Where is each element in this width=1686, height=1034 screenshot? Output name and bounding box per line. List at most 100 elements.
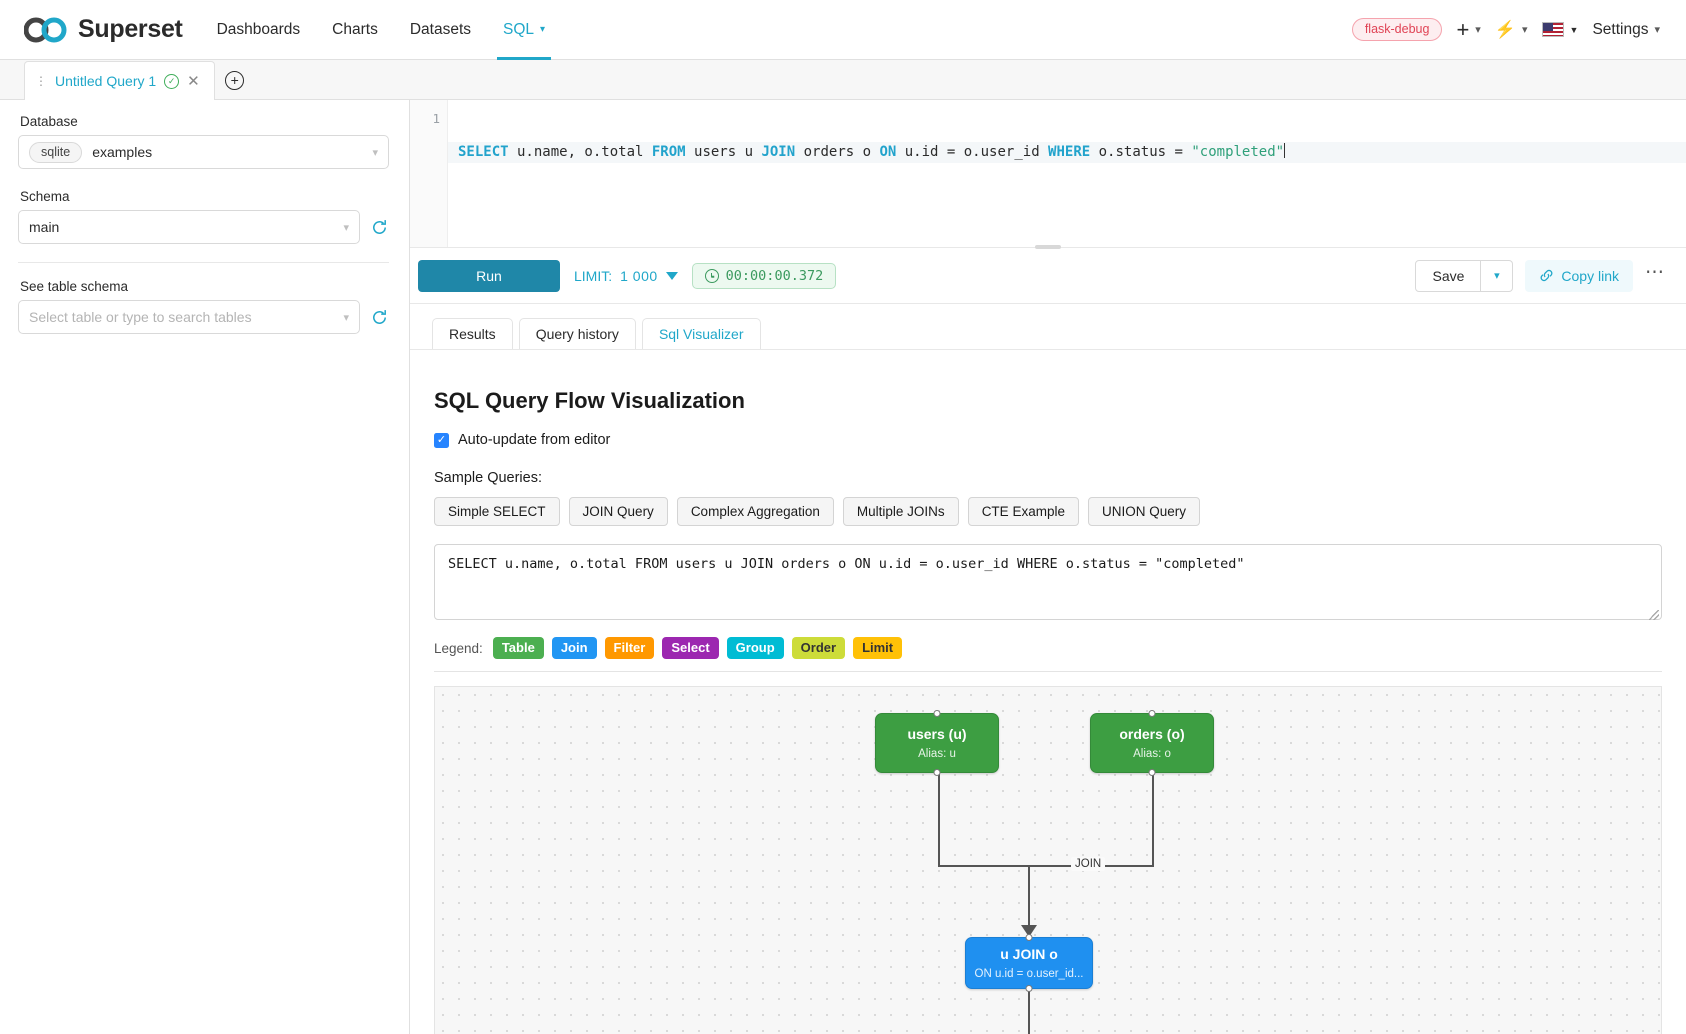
bolt-icon: ⚡ — [1494, 20, 1516, 39]
limit-dropdown[interactable]: LIMIT: 1 000 — [574, 268, 678, 284]
sample-button-cte-example[interactable]: CTE Example — [967, 497, 1079, 526]
database-label: Database — [20, 114, 78, 129]
save-button[interactable]: Save — [1415, 259, 1482, 292]
close-icon[interactable]: ✕ — [187, 72, 200, 90]
node-title: u JOIN o — [1000, 945, 1058, 962]
editor-toolbar: Run LIMIT: 1 000 00:00:00.372 Save ▾ — [410, 248, 1686, 304]
settings-menu-button[interactable]: Settings ▾ — [1592, 21, 1660, 39]
refresh-schema-icon[interactable] — [370, 218, 389, 237]
new-menu-button[interactable]: + ▾ — [1456, 18, 1480, 41]
table-placeholder: Select table or type to search tables — [29, 309, 252, 325]
timer-value: 00:00:00.372 — [725, 267, 824, 284]
edge-join-down — [1028, 865, 1030, 931]
database-select[interactable]: sqlite examples ▾ — [18, 135, 389, 169]
node-users[interactable]: users (u) Alias: u — [875, 710, 999, 776]
right-editor-panel: 1 SELECT u.name, o.total FROM users u JO… — [410, 100, 1686, 1034]
tab-label: Results — [449, 326, 496, 342]
legend: Legend: Table Join Filter Select Group O… — [434, 637, 1662, 659]
legend-chip-limit: Limit — [853, 637, 903, 659]
sample-button-simple-select[interactable]: Simple SELECT — [434, 497, 560, 526]
query-textarea[interactable] — [434, 544, 1662, 620]
save-dropdown-button[interactable]: ▾ — [1481, 259, 1514, 292]
tab-results[interactable]: Results — [432, 318, 513, 350]
sample-queries-label: Sample Queries: — [434, 470, 542, 486]
editor-line-1: SELECT u.name, o.total FROM users u JOIN… — [448, 142, 1686, 163]
legend-divider — [434, 671, 1662, 672]
nav-item-charts[interactable]: Charts — [332, 0, 378, 60]
sql-token-on: ON — [879, 144, 897, 160]
legend-chip-table: Table — [492, 637, 544, 659]
query-tab-bar: ⋮ Untitled Query 1 ✓ ✕ + — [0, 60, 1686, 100]
schema-select[interactable]: main ▾ — [18, 210, 360, 244]
database-engine-pill: sqlite — [29, 141, 83, 163]
brand-name: Superset — [78, 15, 183, 43]
node-join[interactable]: u JOIN o ON u.id = o.user_id... — [965, 934, 1093, 992]
chevron-down-icon: ▾ — [1494, 270, 1500, 282]
chevron-down-icon: ▾ — [372, 146, 378, 159]
node-port-bottom — [1148, 769, 1156, 776]
limit-value: 1 000 — [620, 267, 658, 284]
schema-label: Schema — [20, 189, 70, 204]
nav-item-label: Charts — [332, 20, 378, 38]
textarea-resize-grip[interactable] — [1649, 610, 1659, 620]
query-timer-badge: 00:00:00.372 — [691, 262, 837, 289]
tab-sql-visualizer[interactable]: Sql Visualizer — [641, 318, 761, 350]
sample-button-complex-aggregation[interactable]: Complex Aggregation — [676, 497, 834, 526]
auto-update-checkbox[interactable]: ✓ — [434, 432, 449, 448]
sql-token-oncond: u.id = o.user_id — [896, 144, 1049, 160]
chevron-down-icon: ▾ — [1522, 24, 1528, 36]
sample-queries-row: Simple SELECT JOIN Query Complex Aggrega… — [434, 497, 1662, 526]
run-button[interactable]: Run — [418, 259, 560, 292]
edge-join-output — [1028, 987, 1030, 1034]
query-tab-untitled-query-1[interactable]: ⋮ Untitled Query 1 ✓ ✕ — [24, 61, 215, 100]
node-port-bottom — [933, 769, 941, 776]
schema-field-row: main ▾ — [18, 210, 389, 244]
primary-nav: Dashboards Charts Datasets SQL ▾ — [217, 0, 552, 60]
sql-editor[interactable]: 1 SELECT u.name, o.total FROM users u JO… — [410, 100, 1686, 249]
sql-visualizer-panel: SQL Query Flow Visualization ✓ Auto-upda… — [410, 349, 1686, 1034]
language-picker[interactable]: ▼ — [1541, 22, 1579, 37]
editor-code-area[interactable]: SELECT u.name, o.total FROM users u JOIN… — [448, 100, 1686, 247]
node-port-bottom — [1025, 985, 1033, 992]
nav-item-sql[interactable]: SQL ▾ — [496, 0, 552, 60]
legend-chip-filter: Filter — [604, 637, 655, 659]
node-title: orders (o) — [1119, 725, 1185, 742]
sample-button-multiple-joins[interactable]: Multiple JOINs — [842, 497, 959, 526]
drag-handle-icon[interactable]: ⋮ — [35, 74, 47, 88]
more-horizontal-icon[interactable]: ⋯ — [1645, 262, 1664, 283]
sample-button-union-query[interactable]: UNION Query — [1087, 497, 1200, 526]
editor-resize-handle[interactable] — [1035, 245, 1061, 249]
actions-menu-button[interactable]: ⚡ ▾ — [1495, 21, 1528, 38]
see-table-schema-label: See table schema — [20, 279, 129, 294]
schema-selected-value: main — [29, 219, 60, 235]
link-icon — [1540, 269, 1553, 282]
legend-chip-order: Order — [791, 637, 846, 659]
nav-item-dashboards[interactable]: Dashboards — [217, 0, 301, 60]
tab-query-history[interactable]: Query history — [518, 318, 636, 350]
plus-circle-icon: + — [225, 71, 245, 90]
triangle-down-icon: ▼ — [1569, 24, 1579, 35]
nav-item-datasets[interactable]: Datasets — [410, 0, 471, 60]
left-query-panel: Database sqlite examples ▾ Schema main ▾… — [0, 100, 410, 1034]
query-flow-canvas[interactable]: JOIN users (u) Alias: u orders (o) Alias… — [434, 686, 1662, 1034]
node-orders[interactable]: orders (o) Alias: o — [1090, 710, 1214, 776]
table-field-row: Select table or type to search tables ▾ — [18, 300, 389, 334]
line-number: 1 — [432, 111, 440, 126]
table-select[interactable]: Select table or type to search tables ▾ — [18, 300, 360, 334]
new-query-tab-button[interactable]: + — [215, 61, 255, 100]
superset-logo[interactable]: Superset — [24, 15, 183, 44]
sample-button-join-query[interactable]: JOIN Query — [568, 497, 668, 526]
legend-chip-join: Join — [551, 637, 597, 659]
edge-users-vertical — [938, 773, 940, 867]
edge-label-join: JOIN — [1071, 857, 1106, 871]
toolbar-right-cluster: Save ▾ Copy link ⋯ — [1415, 259, 1664, 292]
infinity-logo-icon — [24, 17, 67, 42]
copy-link-button[interactable]: Copy link — [1525, 259, 1633, 292]
flask-debug-badge[interactable]: flask-debug — [1351, 18, 1443, 41]
save-button-group: Save ▾ — [1415, 259, 1514, 292]
nav-item-label: SQL — [503, 20, 535, 38]
sql-token-string: "completed" — [1191, 144, 1285, 160]
sql-token-join: JOIN — [761, 144, 796, 160]
refresh-tables-icon[interactable] — [370, 308, 389, 327]
chevron-down-icon: ▾ — [1654, 24, 1660, 36]
